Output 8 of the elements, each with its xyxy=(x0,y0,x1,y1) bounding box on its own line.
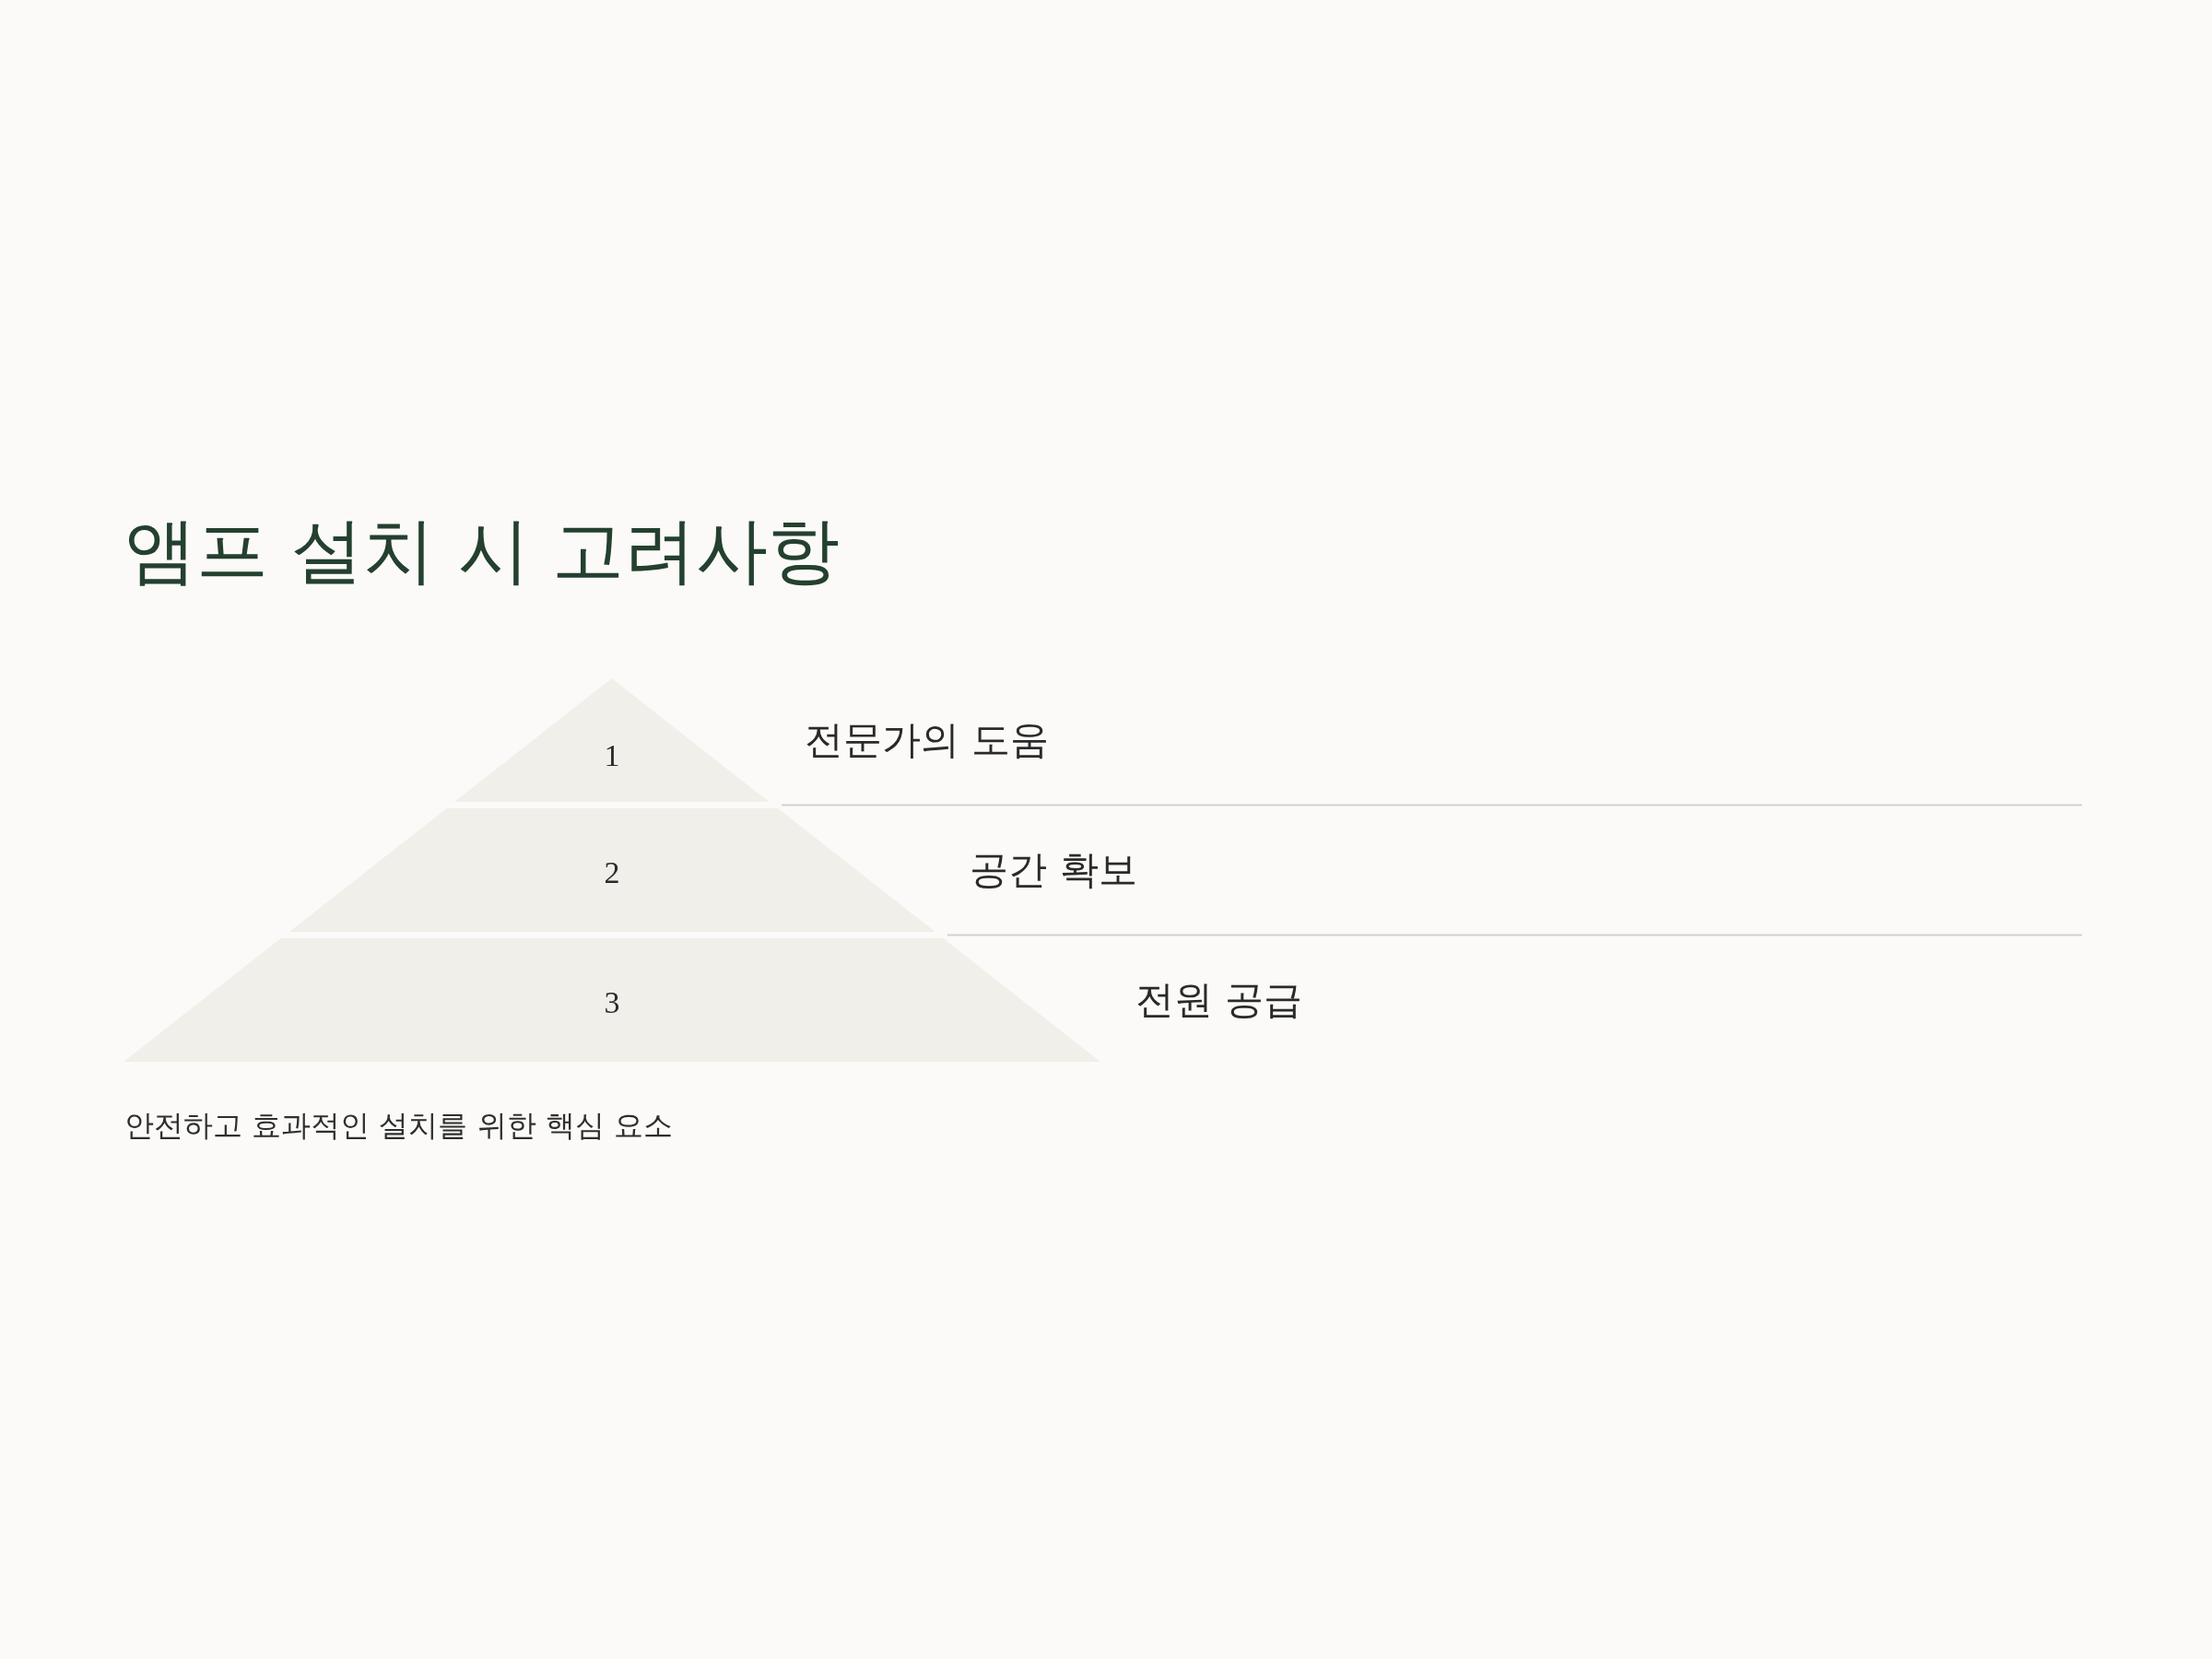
tier-number: 3 xyxy=(604,987,620,1018)
tier-label: 전원 공급 xyxy=(1135,981,1303,1019)
tier-number: 2 xyxy=(604,857,620,888)
caption: 안전하고 효과적인 설치를 위한 핵심 요소 xyxy=(124,1111,673,1140)
title: 앰프 설치 시 고려사항 xyxy=(124,514,841,586)
tier-number: 1 xyxy=(604,740,620,771)
tier-label: 전문가의 도움 xyxy=(804,721,1050,759)
tier-label: 공간 확보 xyxy=(970,851,1137,889)
